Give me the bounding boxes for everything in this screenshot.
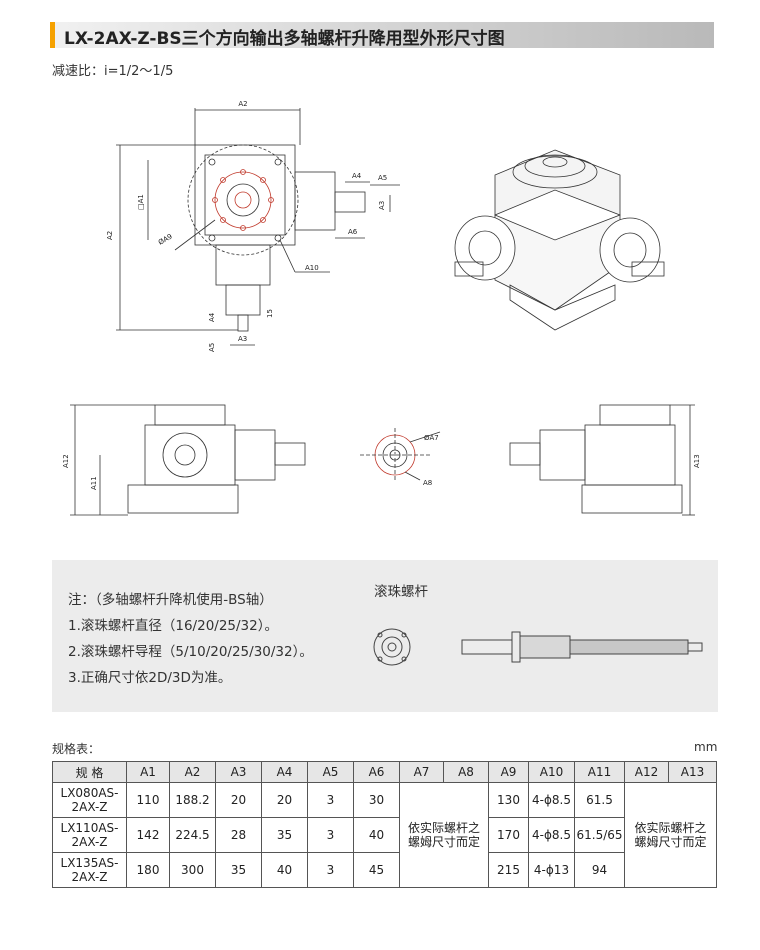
cell-a11: 61.5/65 xyxy=(574,817,625,853)
dim-a3: A3 xyxy=(378,201,386,210)
cell-a6: 30 xyxy=(353,782,400,818)
col-header: A10 xyxy=(528,761,575,783)
col-header: A13 xyxy=(668,761,717,783)
cell-a10: 4-ϕ13 xyxy=(528,852,575,888)
cell-a9: 215 xyxy=(488,852,529,888)
isometric-view xyxy=(454,149,665,331)
spec-table-label: 规格表： xyxy=(52,742,101,756)
ball-screw-label: 滚珠螺杆 xyxy=(374,584,428,600)
cell-a4: 35 xyxy=(261,817,308,853)
dim-a10: A10 xyxy=(305,264,319,272)
col-header: A9 xyxy=(488,761,529,783)
cell-a5: 3 xyxy=(307,782,354,818)
title-accent xyxy=(50,22,55,48)
spec-table: 规 格 A1 A2 A3 A4 A5 A6 A7 A8 A9 A10 A11 A… xyxy=(52,761,717,888)
cell-a2: 300 xyxy=(169,852,216,888)
cell-model: LX110AS- 2AX-Z xyxy=(52,817,127,853)
side-view-right xyxy=(509,404,695,516)
dim-a7: ØA7 xyxy=(424,434,439,442)
dim-a8: A8 xyxy=(423,479,432,487)
dim-a4-bottom: A4 xyxy=(208,312,216,322)
cell-a2: 188.2 xyxy=(169,782,216,818)
cell-model: LX135AS- 2AX-Z xyxy=(52,852,127,888)
dim-a3-bottom: A3 xyxy=(238,335,247,343)
side-view-left xyxy=(70,404,306,516)
ball-nut-view xyxy=(360,428,441,482)
col-header: A7 xyxy=(399,761,444,783)
unit-label: mm xyxy=(694,740,718,754)
cell-a3: 35 xyxy=(215,852,262,888)
note-item: 2.滚珠螺杆导程（5/10/20/25/30/32）。 xyxy=(68,644,313,660)
dim-sq-a1: □A1 xyxy=(137,194,145,210)
cell-a1: 142 xyxy=(126,817,170,853)
cell-a2: 224.5 xyxy=(169,817,216,853)
page-title: LX-2AX-Z-BS三个方向输出多轴螺杆升降用型外形尺寸图 xyxy=(64,29,505,49)
cell-a3: 20 xyxy=(215,782,262,818)
table-row: LX110AS- 2AX-Z 142 224.5 28 35 3 40 170 … xyxy=(52,817,717,853)
dim-a9: ØA9 xyxy=(157,232,174,246)
reduction-ratio: 减速比：i=1/2～1/5 xyxy=(52,64,174,79)
col-header: A11 xyxy=(574,761,625,783)
col-header: A5 xyxy=(307,761,354,783)
front-view xyxy=(116,108,400,346)
title-bar: LX-2AX-Z-BS三个方向输出多轴螺杆升降用型外形尺寸图 xyxy=(50,22,714,49)
dim-15: 15 xyxy=(266,309,274,318)
dim-a5-bottom: A5 xyxy=(208,343,216,352)
col-header: A6 xyxy=(353,761,400,783)
table-row: LX080AS- 2AX-Z 110 188.2 20 20 3 30 依实际螺… xyxy=(52,782,717,888)
dim-a12: A12 xyxy=(62,454,70,468)
technical-drawings: A2 A2 □A1 A4 A5 A3 A6 ØA9 A10 A4 15 A3 A… xyxy=(62,100,701,516)
cell-a5: 3 xyxy=(307,852,354,888)
cell-a4: 20 xyxy=(261,782,308,818)
table-row: LX135AS- 2AX-Z 180 300 35 40 3 45 215 4-… xyxy=(52,852,717,888)
cell-a11: 94 xyxy=(574,852,625,888)
col-header: A12 xyxy=(624,761,669,783)
cell-a3: 28 xyxy=(215,817,262,853)
dim-a4: A4 xyxy=(352,172,362,180)
ball-screw-drawing xyxy=(373,628,703,666)
notes-heading: 注：（多轴螺杆升降机使用-BS轴） xyxy=(68,592,273,608)
cell-a7-a8-merged: 依实际螺杆之 螺姆尺寸而定 xyxy=(399,782,489,888)
cell-a10: 4-ϕ8.5 xyxy=(528,817,575,853)
col-header: A2 xyxy=(169,761,216,783)
dim-a13: A13 xyxy=(693,454,701,468)
note-item: 3.正确尺寸依2D/3D为准。 xyxy=(68,670,232,686)
note-item: 1.滚珠螺杆直径（16/20/25/32）。 xyxy=(68,618,278,634)
col-header: A1 xyxy=(126,761,170,783)
notes-panel: 注：（多轴螺杆升降机使用-BS轴） 1.滚珠螺杆直径（16/20/25/32）。… xyxy=(52,560,718,712)
cell-a6: 40 xyxy=(353,817,400,853)
cell-a5: 3 xyxy=(307,817,354,853)
dim-a11: A11 xyxy=(90,476,98,490)
col-header: A3 xyxy=(215,761,262,783)
col-header: 规 格 xyxy=(52,761,127,783)
cell-a9: 170 xyxy=(488,817,529,853)
cell-a12-a13-merged: 依实际螺杆之 螺姆尺寸而定 xyxy=(624,782,717,888)
dim-a5: A5 xyxy=(378,174,387,182)
dim-a2-side: A2 xyxy=(106,231,114,240)
cell-a6: 45 xyxy=(353,852,400,888)
cell-a11: 61.5 xyxy=(574,782,625,818)
cell-a10: 4-ϕ8.5 xyxy=(528,782,575,818)
cell-a4: 40 xyxy=(261,852,308,888)
cell-a9: 130 xyxy=(488,782,529,818)
dim-a2-top: A2 xyxy=(238,100,247,108)
col-header: A8 xyxy=(443,761,489,783)
table-header-row: 规 格 A1 A2 A3 A4 A5 A6 A7 A8 A9 A10 A11 A… xyxy=(52,761,717,783)
cell-a1: 180 xyxy=(126,852,170,888)
cell-a1: 110 xyxy=(126,782,170,818)
col-header: A4 xyxy=(261,761,308,783)
cell-model: LX080AS- 2AX-Z xyxy=(52,782,127,818)
dim-a6: A6 xyxy=(348,228,358,236)
